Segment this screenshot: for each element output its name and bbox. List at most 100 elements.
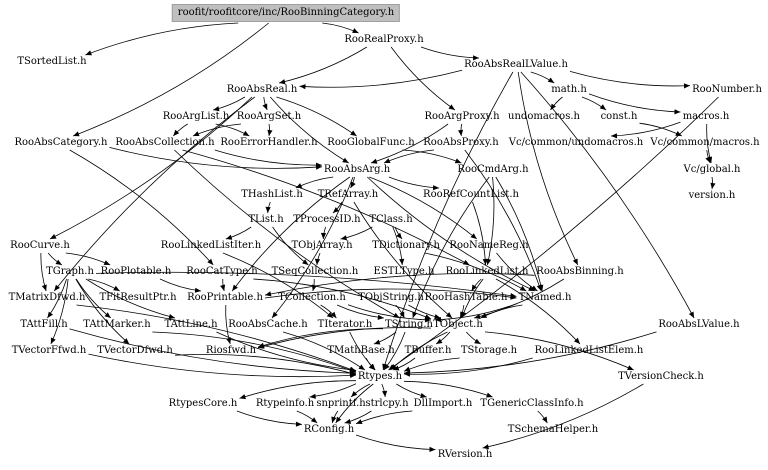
node-tcollection[interactable]: TCollection.h	[278, 292, 346, 303]
node-roo-curve[interactable]: RooCurve.h	[10, 240, 70, 251]
edge-roo-linked-list-to-roo-linked-list-elem	[495, 278, 581, 345]
arrowhead-tobject	[474, 314, 481, 319]
node-roo-plotable[interactable]: RooPlotable.h	[100, 266, 172, 277]
node-roo-abs-lvalue[interactable]: RooAbsLValue.h	[658, 319, 740, 330]
node-roo-cmd-arg[interactable]: RooCmdArg.h	[457, 164, 529, 175]
node-riosfwd[interactable]: Riosfwd.h	[205, 345, 257, 356]
node-tclass[interactable]: TClass.h	[369, 214, 413, 225]
node-vc-undomacros[interactable]: Vc/common/undomacros.h	[508, 137, 644, 148]
node-tmatrix-dfwd[interactable]: TMatrixDfwd.h	[8, 292, 86, 303]
arrowhead-roo-arg-set	[262, 103, 268, 110]
arrowhead-tstring	[377, 314, 384, 320]
edge-roo-abs-collection-to-roo-abs-arg	[214, 149, 323, 166]
node-roo-error-handler[interactable]: RooErrorHandler.h	[220, 137, 318, 148]
node-tatt-marker[interactable]: TAttMarker.h	[83, 319, 151, 330]
node-tseq-collection[interactable]: TSeqCollection.h	[271, 266, 359, 277]
node-roo-linked-list-elem[interactable]: RooLinkedListElem.h	[534, 345, 644, 356]
node-tdictionary[interactable]: TDictionary.h	[372, 240, 440, 251]
node-roo-abs-collection[interactable]: RooAbsCollection.h	[115, 137, 215, 148]
node-tsorted-list[interactable]: TSortedList.h	[17, 56, 87, 67]
node-tobj-string[interactable]: TObjString.h	[358, 292, 424, 303]
node-tgeneric-class-info[interactable]: TGenericClassInfo.h	[480, 398, 584, 409]
edge-roo-abs-real-to-roo-curve	[49, 96, 253, 240]
arrowhead-tschema-helper	[542, 416, 548, 423]
node-roo-number[interactable]: RooNumber.h	[692, 84, 762, 95]
node-roo-linked-list[interactable]: RooLinkedList.h	[445, 266, 529, 277]
arrowhead-roo-ref-count-list	[432, 185, 440, 191]
node-roo-cat-type[interactable]: RooCatType.h	[186, 266, 258, 277]
root-file-node[interactable]: roofit/roofitcore/inc/RooBinningCategory…	[171, 4, 401, 22]
node-estltype[interactable]: ESTLType.h	[373, 266, 435, 277]
node-tatt-fill[interactable]: TAttFill.h	[20, 319, 68, 330]
node-tobject[interactable]: TObject.h	[433, 319, 483, 330]
node-tref-array[interactable]: TRefArray.h	[317, 189, 379, 200]
node-tlist[interactable]: TList.h	[248, 214, 284, 225]
node-roo-arg-set[interactable]: RooArgSet.h	[236, 111, 302, 122]
node-rtypes-core[interactable]: RtypesCore.h	[168, 398, 238, 409]
node-const[interactable]: const.h	[600, 111, 638, 122]
node-undomacros[interactable]: undomacros.h	[508, 111, 580, 122]
node-roo-abs-proxy[interactable]: RooAbsProxy.h	[423, 137, 499, 148]
node-roo-abs-binning[interactable]: RooAbsBinning.h	[536, 266, 624, 277]
node-tatt-line[interactable]: TAttLine.h	[164, 319, 218, 330]
arrowhead-version	[710, 182, 716, 189]
node-tprocess-id[interactable]: TProcessID.h	[293, 214, 361, 225]
node-roo-linked-list-iter[interactable]: RooLinkedListIter.h	[160, 240, 262, 251]
arrowhead-roo-number	[683, 83, 690, 89]
node-tschema-helper[interactable]: TSchemaHelper.h	[507, 424, 599, 435]
node-math[interactable]: math.h	[551, 84, 587, 95]
edge-roo-printable-to-tnamed	[264, 288, 517, 299]
node-roo-real-proxy[interactable]: RooRealProxy.h	[344, 34, 424, 45]
arrowhead-tprocess-id	[332, 207, 340, 213]
edge-tnamed-to-tstring	[434, 303, 517, 321]
node-roo-abs-arg[interactable]: RooAbsArg.h	[323, 164, 391, 175]
node-snprintf[interactable]: snprintf.h	[316, 398, 366, 409]
node-thash-list[interactable]: THashList.h	[241, 189, 303, 200]
arrowhead-roo-linked-list-elem	[574, 337, 580, 344]
edge-macros-to-vc-undomacros	[610, 121, 681, 137]
node-roo-abs-real[interactable]: RooAbsReal.h	[226, 84, 298, 95]
node-tobj-array[interactable]: TObjArray.h	[291, 240, 353, 251]
node-roo-printable[interactable]: RooPrintable.h	[187, 292, 263, 303]
node-roo-abs-cache[interactable]: RooAbsCache.h	[228, 319, 308, 330]
node-rversion[interactable]: RVersion.h	[437, 449, 493, 460]
node-tstring[interactable]: TString.h	[385, 319, 433, 330]
arrowhead-tmath-base	[373, 339, 381, 345]
node-roo-global-func[interactable]: RooGlobalFunc.h	[327, 137, 415, 148]
node-rconfig[interactable]: RConfig.h	[303, 424, 355, 435]
edge-rconfig-to-rversion	[355, 434, 436, 450]
arrowhead-rtypeinfo	[309, 393, 316, 399]
node-roo-abs-category[interactable]: RooAbsCategory.h	[14, 137, 108, 148]
node-roo-ref-count-list[interactable]: RooRefCountList.h	[423, 189, 519, 200]
node-roo-arg-proxy[interactable]: RooArgProxy.h	[424, 111, 500, 122]
edge-rtypes-core-to-rconfig	[236, 410, 303, 425]
node-tvector-ffwd[interactable]: TVectorFfwd.h	[11, 345, 87, 356]
node-strlcpy[interactable]: strlcpy.h	[365, 398, 409, 409]
node-roo-name-reg[interactable]: RooNameReg.h	[449, 240, 529, 251]
node-tbuffer[interactable]: TBuffer.h	[404, 345, 452, 356]
node-macros[interactable]: macros.h	[682, 111, 730, 122]
node-titerator[interactable]: TIterator.h	[317, 319, 373, 330]
node-tgraph[interactable]: TGraph.h	[46, 266, 94, 277]
edge-tmatrix-dfwd-to-rtypes	[76, 304, 357, 372]
node-dll-import[interactable]: DllImport.h	[413, 398, 473, 409]
node-vc-macros[interactable]: Vc/common/macros.h	[650, 137, 760, 148]
node-tmath-base[interactable]: TMathBase.h	[327, 345, 395, 356]
edge-roo-abs-arg-to-tnamed	[367, 176, 535, 292]
node-vc-global[interactable]: Vc/global.h	[683, 164, 741, 175]
node-rtypes[interactable]: Rtypes.h	[357, 371, 403, 382]
node-rtypeinfo[interactable]: Rtypeinfo.h	[255, 398, 315, 409]
edge-roo-global-func-to-roo-cmd-arg	[402, 149, 462, 164]
node-tvector-dfwd[interactable]: TVectorDfwd.h	[97, 345, 173, 356]
node-tnamed[interactable]: TNamed.h	[518, 292, 572, 303]
node-tversion-check[interactable]: TVersionCheck.h	[618, 371, 704, 382]
node-roo-hash-table[interactable]: RooHashTable.h	[424, 292, 508, 303]
node-roo-arg-list[interactable]: RooArgList.h	[162, 111, 230, 122]
arrowhead-rtypes	[368, 363, 375, 370]
arrowhead-tnamed	[519, 285, 527, 291]
node-version[interactable]: version.h	[688, 190, 736, 201]
node-tstorage[interactable]: TStorage.h	[460, 345, 518, 356]
edge-roo-linked-list-elem-to-rtypes	[403, 357, 533, 375]
node-roo-abs-real-lvalue[interactable]: RooAbsRealLValue.h	[464, 59, 568, 70]
node-tfit-result-ptr[interactable]: TFitResultPtr.h	[99, 292, 177, 303]
